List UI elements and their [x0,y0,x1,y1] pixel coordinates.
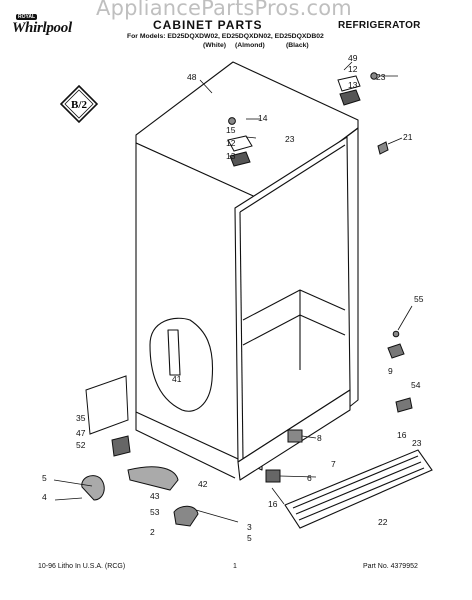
badge-text: B/2 [71,99,87,111]
callout-53: 53 [150,507,160,517]
callout-8: 8 [317,433,322,443]
model-list: For Models: ED25DQXDW02, ED25DQXDN02, ED… [127,33,324,40]
callout-12: 12 [226,138,236,148]
callout-55: 55 [414,294,424,304]
page-number: 1 [233,563,237,570]
callout-23: 23 [412,438,422,448]
callout-22: 22 [378,517,388,527]
callout-7: 7 [331,459,336,469]
callout-6: 6 [307,473,312,483]
callout-41: 41 [172,374,182,384]
callout-35: 35 [76,413,86,423]
color-black: (Black) [286,42,309,49]
callout-48: 48 [187,72,197,82]
callout-16: 16 [268,499,278,509]
callout-49: 49 [348,53,358,63]
callout-2: 2 [150,527,155,537]
callout-23: 23 [285,134,295,144]
watermark: AppliancePartsPros.com [96,0,352,20]
brand-tag: ROYAL [16,14,38,20]
callout-42: 42 [198,479,208,489]
callout-52: 52 [76,440,86,450]
section-badge-icon: B/2 [60,85,98,123]
color-almond: (Almond) [235,42,265,49]
callout-54: 54 [411,380,421,390]
callout-12: 12 [348,64,358,74]
callout-16: 16 [397,430,407,440]
callout-5: 5 [247,533,252,543]
callout-13: 13 [226,151,236,161]
appliance-type: REFRIGERATOR [338,20,421,31]
callout-14: 14 [258,113,268,123]
callout-15: 15 [226,125,236,135]
whirlpool-logo: ROYAL Whirlpool [8,14,72,42]
callout-21: 21 [403,132,413,142]
callout-4: 4 [42,492,47,502]
color-white: (White) [203,42,227,49]
callout-47: 47 [76,428,86,438]
part-number: Part No. 4379952 [363,563,418,570]
callout-43: 43 [150,491,160,501]
brand-name: Whirlpool [12,20,72,36]
callout-3: 3 [247,522,252,532]
callout-9: 9 [388,366,393,376]
page-title: CABINET PARTS [153,18,263,32]
callout-13: 13 [348,80,358,90]
callout-23: 23 [376,72,386,82]
litho-note: 10-96 Litho In U.S.A. (RCG) [38,563,126,570]
callout-5: 5 [42,473,47,483]
